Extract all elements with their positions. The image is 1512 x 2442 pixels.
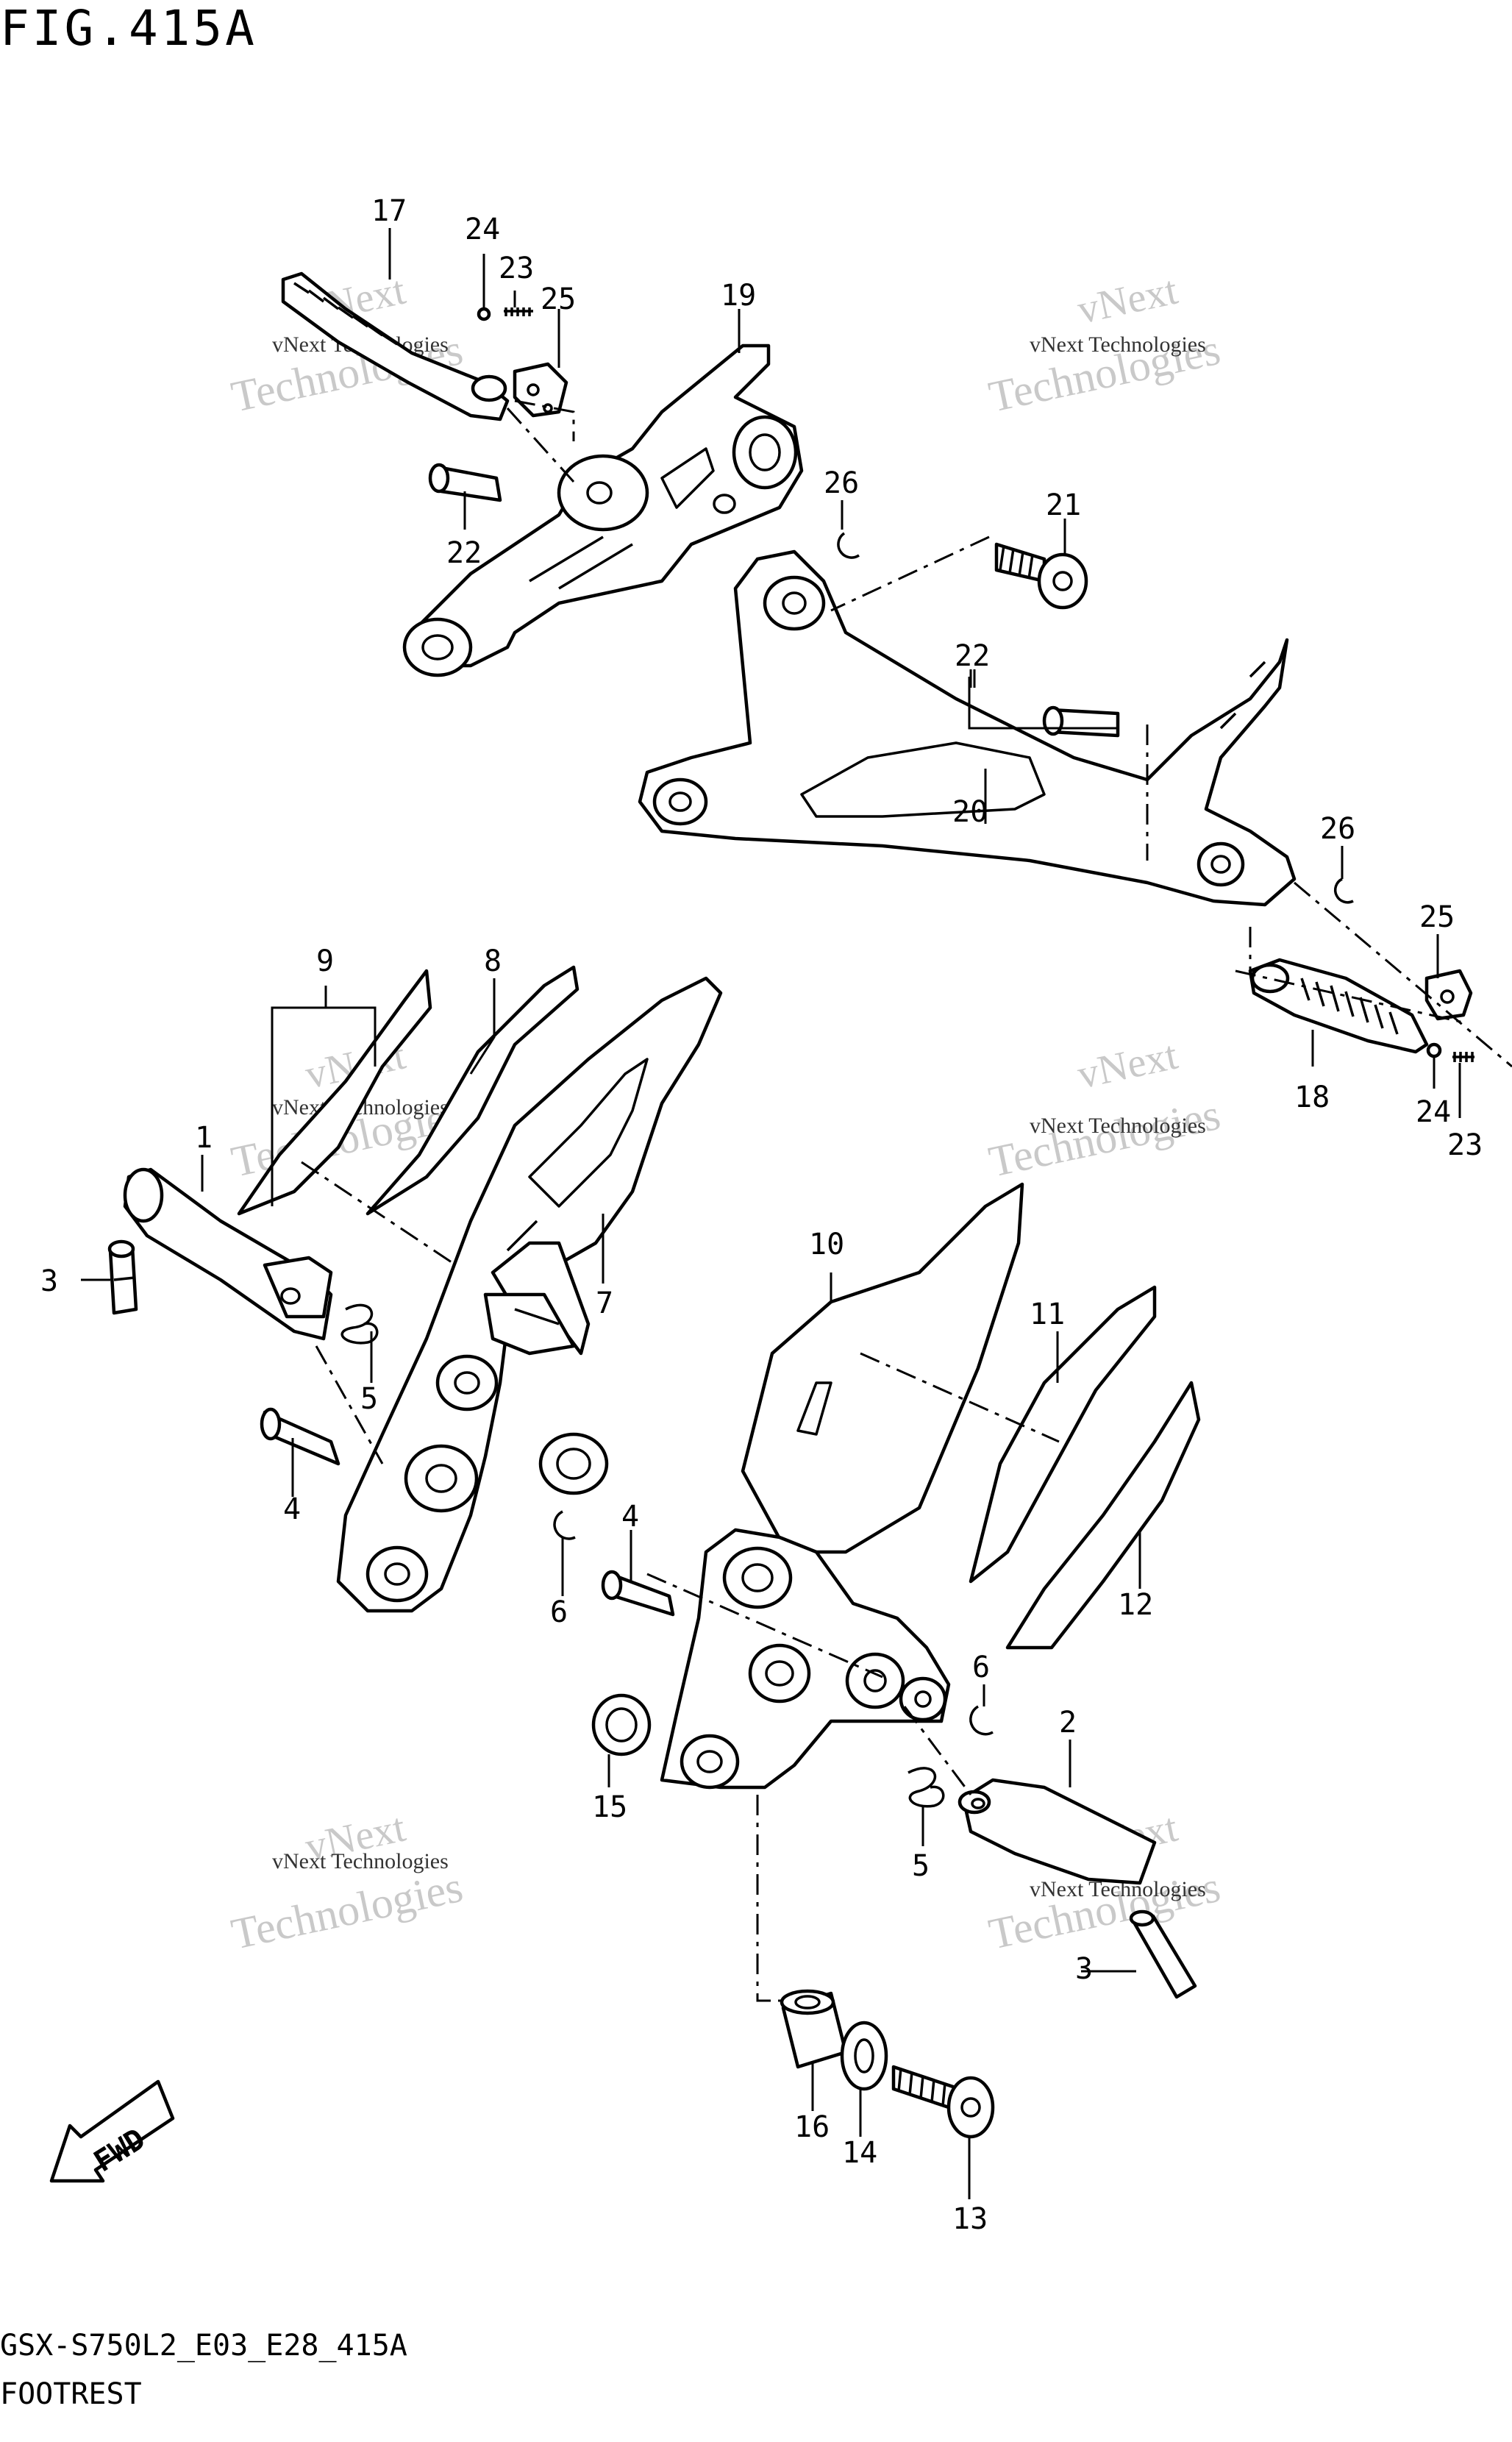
- callout-1: 1: [195, 1121, 213, 1155]
- callout-23: 23: [499, 252, 534, 285]
- part-22-pin-upper: [428, 463, 502, 502]
- callout-6: 6: [550, 1595, 568, 1629]
- part-25-plate: [513, 362, 568, 418]
- callout-14: 14: [842, 2136, 877, 2170]
- part-14-washer: [840, 2021, 888, 2091]
- callout-15: 15: [592, 1790, 627, 1824]
- callout-25: 25: [541, 282, 576, 316]
- callout-24: 24: [465, 213, 500, 246]
- part-2-footpeg: [958, 1778, 1157, 1885]
- callout-13: 13: [952, 2202, 988, 2236]
- part-15-washer: [591, 1693, 652, 1756]
- part-23-spring: [504, 307, 533, 316]
- part-8-guard: [365, 965, 580, 1216]
- callout-8: 8: [484, 944, 502, 978]
- assembly-lines: [301, 399, 1512, 2002]
- callout-18: 18: [1294, 1081, 1330, 1114]
- part-9-guard: [237, 969, 432, 1216]
- part-1-footpeg: [123, 1167, 333, 1341]
- fwd-arrow-icon: FWD: [49, 2079, 175, 2183]
- part-16-collar: [780, 1989, 848, 2069]
- svg-text:vNext Technologies: vNext Technologies: [1030, 1114, 1206, 1138]
- watermark-mid-right: vNext Technologies vNext Technologies: [985, 1033, 1224, 1186]
- callout-19: 19: [721, 279, 756, 313]
- callout-10: 10: [809, 1228, 844, 1261]
- callout-23-right: 23: [1447, 1128, 1483, 1162]
- figure-title: FIG.415A: [0, 0, 257, 57]
- watermark-bottom-left: vNext Technologies vNext Technologies: [227, 1805, 467, 1959]
- svg-text:Technologies: Technologies: [227, 1862, 467, 1959]
- svg-text:vNext: vNext: [1074, 1033, 1182, 1098]
- part-26-clip-upper: [837, 532, 860, 559]
- part-17-footpeg: [281, 271, 510, 421]
- callout-5: 5: [360, 1382, 378, 1416]
- callout-4-right: 4: [621, 1500, 639, 1534]
- callout-4: 4: [283, 1492, 301, 1526]
- callout-3: 3: [40, 1264, 58, 1298]
- callout-2: 2: [1059, 1706, 1077, 1740]
- svg-text:Technologies: Technologies: [985, 1090, 1224, 1186]
- callout-16: 16: [794, 2110, 830, 2144]
- callout-11: 11: [1030, 1297, 1065, 1331]
- part-5-spring-right: [907, 1767, 945, 1808]
- callout-24-right: 24: [1416, 1095, 1451, 1129]
- part-26-clip-right: [1334, 878, 1354, 904]
- callout-7: 7: [596, 1286, 613, 1320]
- callout-25-right: 25: [1419, 900, 1455, 934]
- callout-26-right: 26: [1320, 812, 1355, 846]
- part-20-heel-guard: [638, 549, 1297, 907]
- part-10-bracket: [660, 1528, 951, 1790]
- callout-22: 22: [446, 536, 482, 570]
- part-3-pin-left: [107, 1239, 138, 1315]
- callout-17: 17: [371, 194, 407, 228]
- part-7-bracket: [336, 976, 723, 1613]
- part-22-pin-right: [1042, 705, 1120, 738]
- part-5-spring-left: [340, 1303, 379, 1345]
- callout-9: 9: [316, 944, 334, 978]
- part-24-ball: [477, 307, 491, 321]
- figure-code: GSX-S750L2_E03_E28_415A: [0, 2329, 407, 2363]
- callout-labels: 17 24 23 25 19 26 22 21 22 20 26 25 18 2…: [40, 194, 1483, 2236]
- part-21-bolt: [994, 542, 1088, 610]
- callout-26: 26: [824, 466, 859, 500]
- part-23-spring-right: [1452, 1052, 1474, 1062]
- callout-5-right: 5: [912, 1849, 930, 1883]
- part-25-plate-right: [1424, 969, 1473, 1021]
- callout-21: 21: [1046, 488, 1081, 522]
- callout-22-right: 22: [955, 639, 990, 673]
- part-13-bolt: [891, 2065, 995, 2139]
- part-12-guard: [1005, 1381, 1201, 1650]
- part-4-pin-right: [601, 1570, 675, 1617]
- callout-3-right: 3: [1075, 1952, 1093, 1986]
- part-24-ball-right: [1426, 1042, 1442, 1058]
- part-18-footpeg: [1248, 958, 1429, 1054]
- part-10-guard: [741, 1182, 1024, 1554]
- svg-text:vNext Technologies: vNext Technologies: [272, 1849, 449, 1873]
- part-6-clip-left: [553, 1510, 576, 1540]
- figure-name: FOOTREST: [0, 2377, 142, 2411]
- leader-lines: [81, 228, 1461, 2199]
- part-4-pin-left: [260, 1407, 340, 1466]
- watermark-top-right: vNext Technologies vNext Technologies: [985, 268, 1224, 421]
- part-11-guard: [969, 1285, 1157, 1584]
- callout-6-right: 6: [972, 1651, 990, 1684]
- callout-20: 20: [952, 795, 988, 829]
- callout-12: 12: [1118, 1588, 1153, 1622]
- part-6-clip-right: [969, 1705, 994, 1736]
- part-19-bracket: [402, 343, 804, 677]
- svg-text:vNext: vNext: [1074, 268, 1182, 333]
- part-3-pin-right: [1129, 1909, 1197, 1999]
- svg-text:vNext Technologies: vNext Technologies: [1030, 332, 1206, 357]
